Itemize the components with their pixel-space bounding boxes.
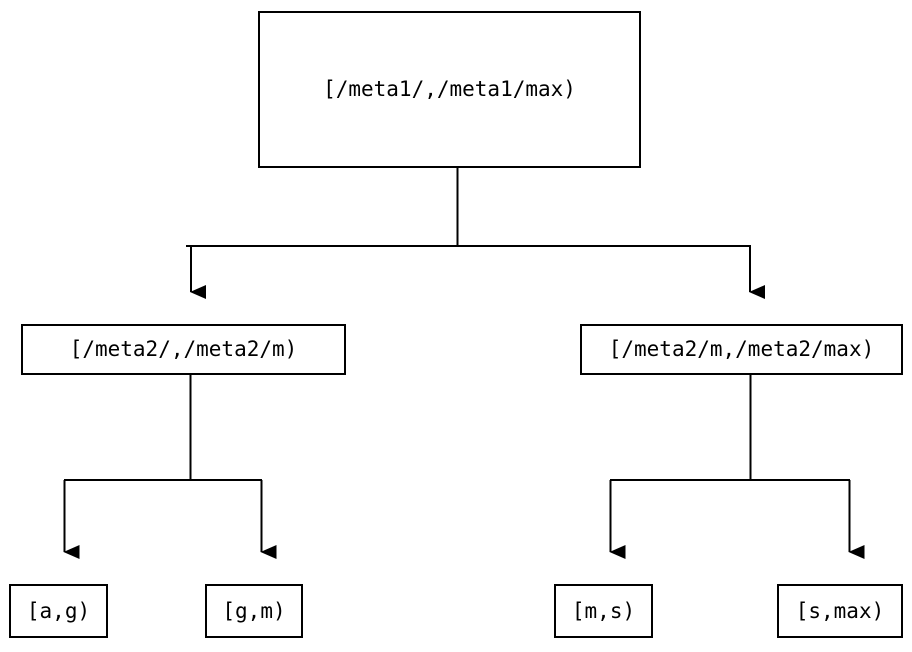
tree-node-root[interactable]: [/meta1/,/meta1/max) <box>258 11 641 168</box>
tree-leaf-a-g-label: [a,g) <box>26 598 91 623</box>
tree-node-meta2-high[interactable]: [/meta2/m,/meta2/max) <box>580 324 903 375</box>
tree-leaf-a-g[interactable]: [a,g) <box>9 584 108 638</box>
tree-leaf-s-max-label: [s,max) <box>795 598 885 623</box>
edge-root-to-level2 <box>186 167 765 299</box>
tree-leaf-s-max[interactable]: [s,max) <box>777 584 903 638</box>
tree-leaf-m-s-label: [m,s) <box>571 598 636 623</box>
tree-node-root-label: [/meta1/,/meta1/max) <box>323 77 576 101</box>
tree-leaf-m-s[interactable]: [m,s) <box>554 584 653 638</box>
edge-l1-to-leaves <box>63 375 277 559</box>
tree-leaf-g-m[interactable]: [g,m) <box>205 584 303 638</box>
tree-node-meta2-low-label: [/meta2/,/meta2/m) <box>69 337 298 361</box>
tree-node-meta2-low[interactable]: [/meta2/,/meta2/m) <box>21 324 346 375</box>
edge-r1-to-leaves <box>609 375 865 559</box>
tree-leaf-g-m-label: [g,m) <box>222 598 286 623</box>
tree-node-meta2-high-label: [/meta2/m,/meta2/max) <box>608 337 875 361</box>
